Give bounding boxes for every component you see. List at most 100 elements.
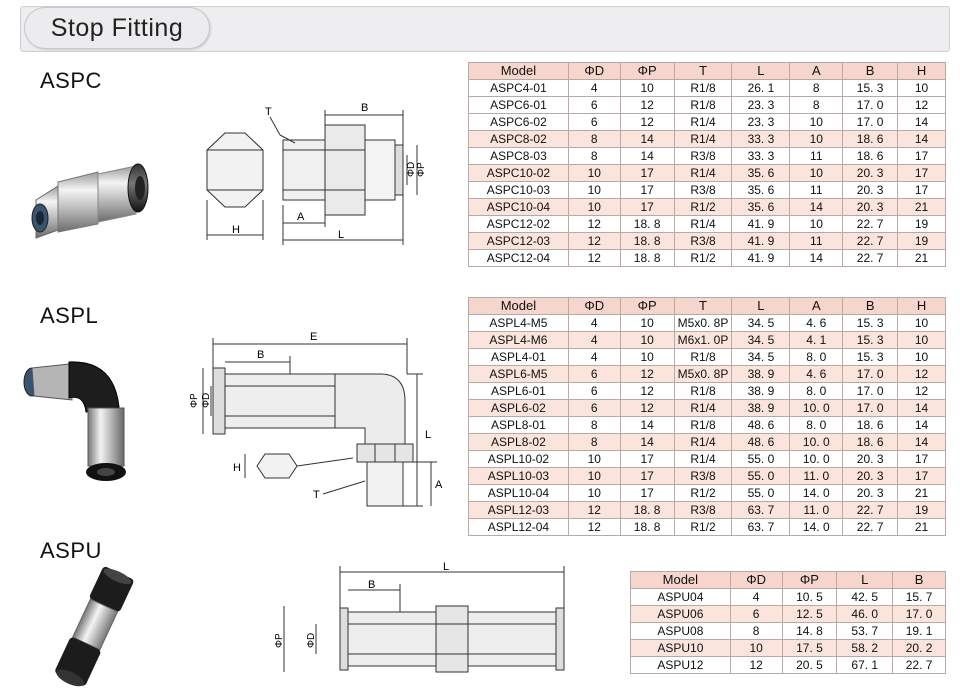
value-cell: R1/2 [673,484,733,502]
value-cell: R1/8 [673,96,733,114]
value-cell: 12 [567,215,621,233]
value-cell: 10 [789,113,844,131]
model-cell: ASPU04 [630,588,731,606]
value-cell: R1/8 [673,416,733,434]
aspc-dim-p: ΦP [416,162,425,177]
model-cell: ASPC6-01 [468,96,569,114]
value-cell: 10 [897,79,946,97]
value-cell: R1/4 [673,399,733,417]
value-cell: 18. 6 [842,147,899,165]
value-cell: 12 [619,365,675,383]
aspu-dim-p: ΦP [274,633,285,648]
model-cell: ASPL12-04 [468,518,569,536]
model-cell: ASPC8-02 [468,130,569,148]
value-cell: 20. 3 [842,450,899,468]
value-cell: 10 [789,164,844,182]
model-cell: ASPU06 [630,605,731,623]
value-cell: 18. 8 [619,518,675,536]
value-cell: R1/4 [673,130,733,148]
page-title: Stop Fitting [24,7,210,49]
value-cell: 34. 5 [731,331,791,349]
value-cell: R1/2 [673,518,733,536]
value-cell: 22. 7 [892,656,946,674]
col-header: ΦD [567,62,621,80]
value-cell: 17. 0 [842,113,899,131]
model-cell: ASPL4-M5 [468,314,569,332]
value-cell: 17 [619,164,675,182]
model-cell: ASPU12 [630,656,731,674]
value-cell: R1/8 [673,79,733,97]
value-cell: 6 [567,96,621,114]
aspu-dim-l: L [443,561,449,573]
col-header: ΦP [619,297,675,315]
section-label-aspc: ASPC [40,68,102,93]
col-header: L [731,62,791,80]
value-cell: 10 [619,314,675,332]
value-cell: 48. 6 [731,433,791,451]
value-cell: 10. 0 [789,433,844,451]
value-cell: 10 [567,198,621,216]
aspl-dim-d: ΦD [201,393,212,408]
value-cell: R1/4 [673,450,733,468]
value-cell: 4 [729,588,783,606]
aspl-dim-l: L [425,429,431,441]
value-cell: R3/8 [673,467,733,485]
value-cell: 6 [567,399,621,417]
aspl-dim-h: H [233,462,241,474]
value-cell: 33. 3 [731,147,791,165]
value-cell: 14 [897,416,946,434]
value-cell: 15. 3 [842,331,899,349]
aspl-dim-p: ΦP [189,393,200,408]
col-header: ΦD [729,571,783,589]
value-cell: 8 [729,622,783,640]
value-cell: 11 [789,181,844,199]
value-cell: 12 [897,96,946,114]
value-cell: 41. 9 [731,249,791,267]
value-cell: 17. 0 [842,382,899,400]
value-cell: 12 [567,249,621,267]
value-cell: 46. 0 [836,605,894,623]
aspu-dim-d: ΦD [306,633,317,648]
value-cell: 17 [619,450,675,468]
value-cell: 14 [619,147,675,165]
model-cell: ASPL10-04 [468,484,569,502]
col-header: T [673,62,733,80]
value-cell: 10 [567,450,621,468]
value-cell: 4. 1 [789,331,844,349]
value-cell: 21 [897,518,946,536]
value-cell: 12 [567,501,621,519]
section-label-aspu: ASPU [40,538,102,563]
value-cell: 14 [789,249,844,267]
value-cell: 4. 6 [789,365,844,383]
col-header: H [897,62,946,80]
value-cell: 18. 6 [842,130,899,148]
value-cell: 10 [619,348,675,366]
value-cell: 12 [897,382,946,400]
value-cell: 8 [567,433,621,451]
value-cell: 10 [567,181,621,199]
aspl-dim-e: E [310,331,317,343]
model-cell: ASPL10-03 [468,467,569,485]
value-cell: M6x1. 0P [673,331,733,349]
col-header: B [842,297,899,315]
value-cell: 17. 0 [842,365,899,383]
value-cell: R1/4 [673,113,733,131]
value-cell: 8. 0 [789,416,844,434]
value-cell: 14 [897,113,946,131]
value-cell: 10 [619,331,675,349]
col-header: Model [468,297,569,315]
aspc-dim-h: H [232,224,240,236]
value-cell: 15. 3 [842,314,899,332]
